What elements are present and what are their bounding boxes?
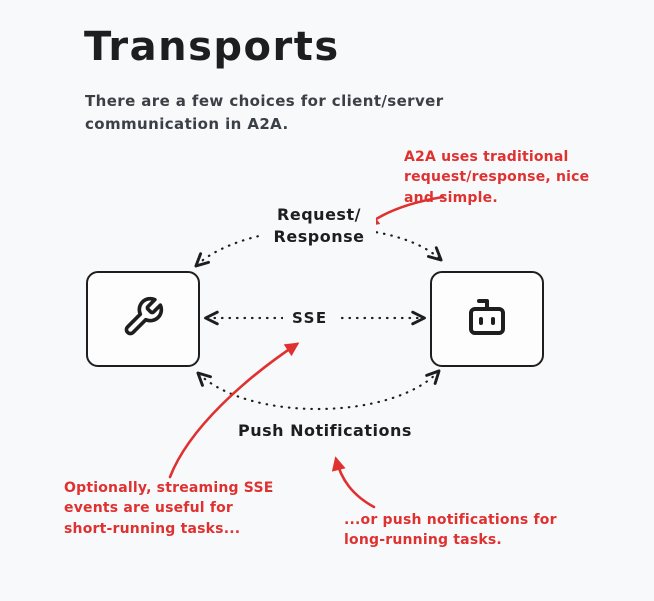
push-notifications-arc bbox=[196, 369, 441, 411]
annotation-push: ...or push notifications for long-runnin… bbox=[344, 512, 557, 549]
robot-icon bbox=[463, 293, 511, 345]
agent-node bbox=[430, 271, 544, 367]
client-node bbox=[86, 271, 200, 367]
page-title: Transports bbox=[84, 24, 340, 70]
sse-label: SSE bbox=[283, 307, 337, 329]
push-notifications-label: Push Notifications bbox=[233, 420, 417, 441]
annotation-sse: Optionally, streaming SSE events are use… bbox=[64, 480, 274, 537]
request-response-label: Request/ Response bbox=[262, 202, 376, 250]
annotation-request-response: A2A uses traditional request/response, n… bbox=[404, 149, 590, 206]
wrench-icon bbox=[121, 295, 165, 343]
page-subtitle: There are a few choices for client/serve… bbox=[85, 92, 444, 134]
red-arrow-push bbox=[331, 456, 376, 509]
